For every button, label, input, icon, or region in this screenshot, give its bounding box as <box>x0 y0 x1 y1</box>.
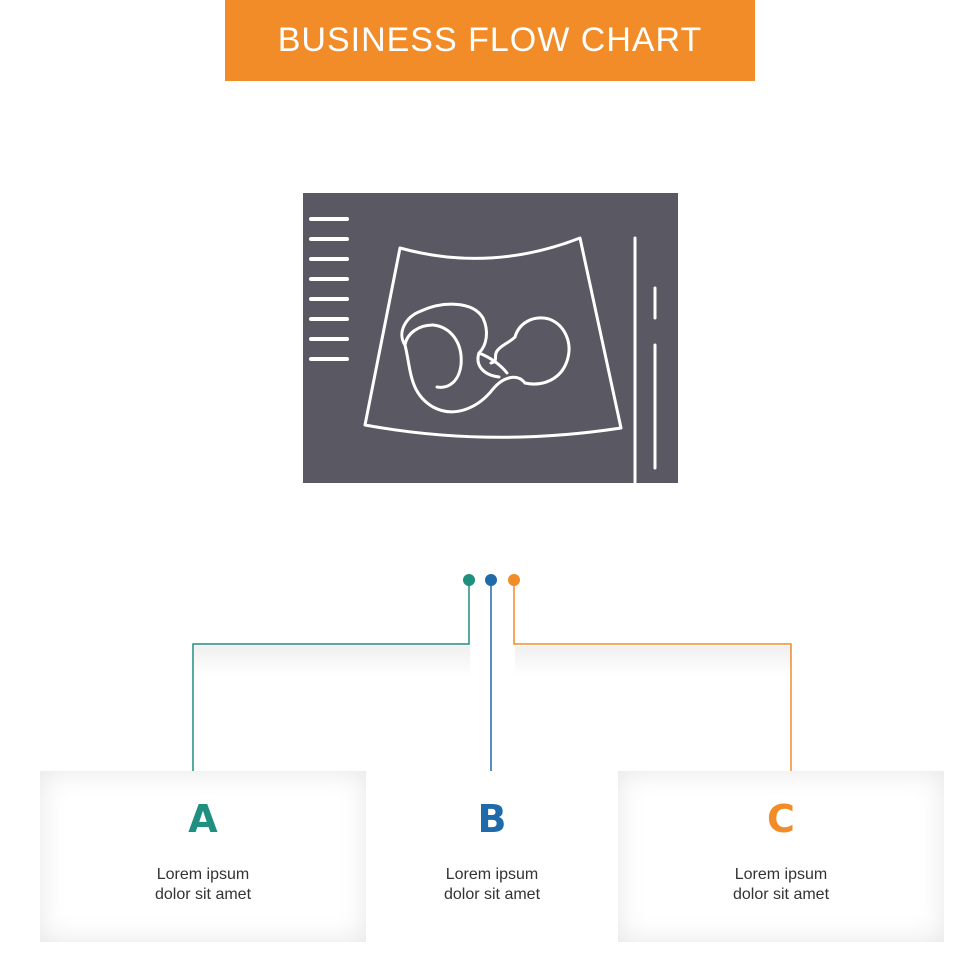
step-description-c-line1: Lorem ipsum <box>734 866 828 883</box>
step-card-a: A Lorem ipsum dolor sit amet <box>40 771 366 942</box>
step-description-a-line1: Lorem ipsum <box>156 866 250 883</box>
step-card-b: B Lorem ipsum dolor sit amet <box>366 771 618 942</box>
step-description-a: Lorem ipsum dolor sit amet <box>40 865 366 905</box>
step-card-c: C Lorem ipsum dolor sit amet <box>618 771 944 942</box>
step-letter-a: A <box>188 797 218 841</box>
step-description-b-line1: Lorem ipsum <box>445 866 539 883</box>
step-description-c: Lorem ipsum dolor sit amet <box>618 865 944 905</box>
step-description-a-line2: dolor sit amet <box>154 886 252 903</box>
chart-title: BUSINESS FLOW CHART <box>277 21 703 59</box>
step-letter-b: B <box>477 797 507 841</box>
ultrasound-scan-icon <box>303 193 678 484</box>
title-banner: BUSINESS FLOW CHART <box>225 0 755 81</box>
step-description-b: Lorem ipsum dolor sit amet <box>366 865 618 905</box>
step-description-c-line2: dolor sit amet <box>732 886 830 903</box>
step-letter-c: C <box>767 797 795 841</box>
step-description-b-line2: dolor sit amet <box>443 886 541 903</box>
